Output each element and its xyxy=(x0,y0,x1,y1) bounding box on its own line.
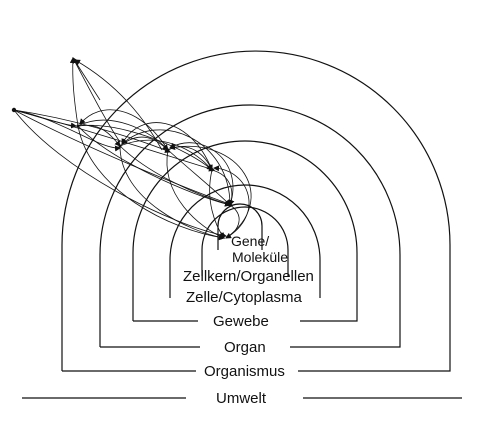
arrow-n1-n5 xyxy=(77,125,231,207)
arrow-core-n3 xyxy=(169,144,252,239)
arrow-n2-core xyxy=(119,145,225,241)
arc-organismus xyxy=(61,50,451,372)
arrow-up-4 xyxy=(72,57,101,101)
arrow-up-2 xyxy=(69,57,79,127)
arrow-up xyxy=(72,57,121,143)
core-label-line1: Gene/ xyxy=(231,233,269,249)
label-zellkern: Zellkern/Organellen xyxy=(183,268,314,285)
arrow-n1-n3 xyxy=(77,119,169,151)
arrow-n5-n2 xyxy=(121,129,231,206)
arrow-n3-n5 xyxy=(167,149,231,206)
arc-zellkern xyxy=(201,206,289,276)
arrow-origin-5 xyxy=(13,109,227,238)
arrow-n3-n1 xyxy=(79,109,169,151)
label-umwelt: Umwelt xyxy=(216,390,267,407)
arrow-n1-core xyxy=(77,125,225,241)
arrow-n5-n3 xyxy=(169,142,234,206)
arrow-n4-n2 xyxy=(121,122,213,171)
arrow-n2-n5 xyxy=(119,145,231,207)
core-label-line2: Moleküle xyxy=(232,249,288,265)
arrow-origin-1 xyxy=(13,109,121,152)
origin-dot xyxy=(11,107,17,113)
arrow-origin-3 xyxy=(13,109,215,172)
nodes xyxy=(11,107,232,207)
node-zellkern xyxy=(228,203,232,207)
node-zelle xyxy=(210,168,214,172)
node-organ xyxy=(118,144,122,148)
label-zelle: Zelle/Cytoplasma xyxy=(186,289,303,306)
arrow-origin-6 xyxy=(13,109,77,129)
arc-zelle xyxy=(169,184,321,298)
arrow-core-n4 xyxy=(213,165,250,239)
arrow-origin-2 xyxy=(13,109,171,153)
arrow-n3-core xyxy=(166,149,225,239)
arrow-n4-core xyxy=(209,169,225,239)
node-gewebe xyxy=(166,148,170,152)
arrow-n1-n4 xyxy=(77,124,213,171)
label-gewebe: Gewebe xyxy=(213,313,269,330)
arrow-up-3 xyxy=(74,59,163,151)
label-organismus: Organismus xyxy=(204,363,285,380)
label-organ: Organ xyxy=(224,339,266,356)
arc-gene xyxy=(217,203,263,250)
interaction-arrows xyxy=(13,57,252,241)
arc-gewebe xyxy=(132,140,358,322)
node-organismus xyxy=(76,124,80,128)
